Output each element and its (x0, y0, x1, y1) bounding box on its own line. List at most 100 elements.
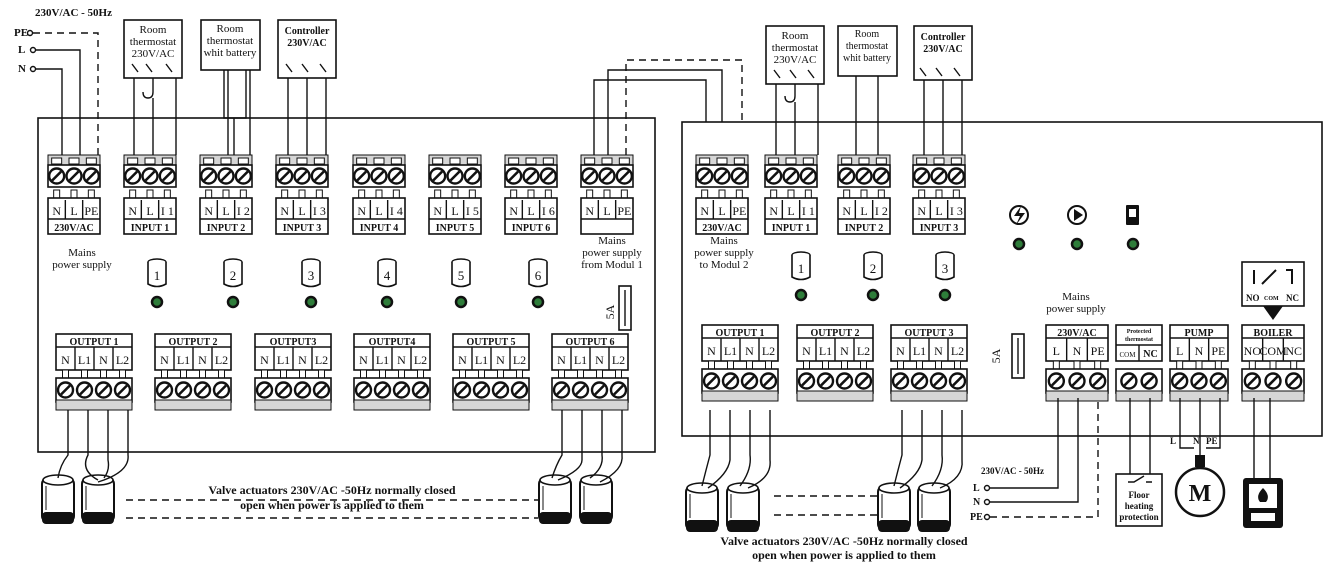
svg-text:NC: NC (1286, 293, 1299, 303)
left-output-2-pin-1: L1 (177, 353, 190, 367)
right-mains-terminal-pin-2: PE (732, 204, 746, 218)
left-supply-n: N (18, 63, 26, 75)
right-input-2-pin-0: N (842, 204, 851, 218)
left-mains-terminal-pin-1: L (70, 204, 77, 218)
svg-text:230V/AC: 230V/AC (287, 38, 326, 49)
left-input-5-pin-2: I 5 (466, 204, 479, 218)
left-indicator-6: 6 (528, 258, 548, 309)
left-output-4-pin-0: N (359, 353, 368, 367)
left-input-6-label: INPUT 6 (512, 223, 550, 234)
left-output-3-pin-2: N (298, 353, 307, 367)
left-output-6-pin-2: N (595, 353, 604, 367)
right-room-thermostat-230: Room thermostat 230V/AC (765, 25, 825, 155)
right-actuator-2 (726, 482, 760, 532)
left-indicator-4: 4 (377, 258, 397, 309)
left-output-3-pin-3: L2 (315, 353, 328, 367)
right-mains-label-2: power supply (1046, 303, 1106, 315)
right-output-3-pin-0: N (896, 344, 905, 358)
svg-text:Room: Room (140, 24, 167, 36)
right-output-3-pin-3: L2 (951, 344, 964, 358)
left-input-2-pin-0: N (204, 204, 213, 218)
left-output-3-label: OUTPUT3 (270, 337, 317, 348)
svg-text:whit battery: whit battery (843, 53, 891, 64)
left-output-5-pin-1: L1 (475, 353, 488, 367)
right-mains-terminal-label: 230V/AC (702, 223, 741, 234)
right-actuator-1 (685, 482, 719, 532)
left-indicator-2: 2 (223, 258, 243, 309)
svg-text:thermostat: thermostat (846, 41, 888, 52)
pump-play-icon (1067, 205, 1087, 251)
left-output-2-pin-2: N (198, 353, 207, 367)
left-output-5-pin-0: N (458, 353, 467, 367)
right-mains-terminal-pin-1: L (718, 204, 725, 218)
right-output-1-pin-0: N (707, 344, 716, 358)
svg-text:5A: 5A (603, 304, 617, 319)
right-output-1-pin-1: L1 (724, 344, 737, 358)
right-controller: Controller 230V/AC (913, 25, 973, 155)
left-output-6-pin-3: L2 (612, 353, 625, 367)
left-fuse: 5A (603, 285, 632, 331)
left-indicator-3-label: 3 (308, 268, 315, 283)
right-actuator-note-2: open when power is applied to them (752, 548, 936, 562)
left-input-5-label: INPUT 5 (436, 223, 474, 234)
right-indicator-1-label: 1 (798, 261, 805, 276)
left-link-terminal-pin-2: PE (617, 204, 631, 218)
left-mains-terminal-pin-0: N (52, 204, 61, 218)
pump-block-label: PUMP (1185, 328, 1214, 339)
pump-block-pin-1: N (1195, 344, 1204, 358)
protected-line-1: Protected (1127, 329, 1152, 335)
left-indicator-6-label: 6 (535, 268, 542, 283)
right-indicator-2: 2 (863, 251, 883, 302)
right-supply-l: L (973, 483, 980, 494)
left-output-4-pin-1: L1 (376, 353, 389, 367)
left-output-1-label: OUTPUT 1 (70, 337, 119, 348)
left-input-5-pin-0: N (433, 204, 442, 218)
right-mains-block-pin-1: N (1073, 344, 1082, 358)
left-indicator-4-label: 4 (384, 268, 391, 283)
right-mains-block-pin-2: PE (1091, 344, 1105, 358)
left-input-4-pin-1: L (375, 204, 382, 218)
left-output-5-pin-2: N (496, 353, 505, 367)
left-output-6-label: OUTPUT 6 (566, 337, 615, 348)
right-mains-block-pin-0: L (1053, 344, 1060, 358)
protected-line-2: thermostat (1125, 337, 1153, 343)
svg-text:Controller: Controller (921, 32, 966, 43)
left-indicator-2-label: 2 (230, 268, 237, 283)
right-output-3-pin-1: L1 (913, 344, 926, 358)
right-indicator-3: 3 (935, 251, 955, 302)
right-link-label-2: power supply (694, 247, 754, 259)
left-indicator-5: 5 (451, 258, 471, 309)
right-indicator-1: 1 (791, 251, 811, 302)
pump-lead-pe: PE (1206, 436, 1218, 446)
right-output-3-label: OUTPUT 3 (905, 328, 954, 339)
right-mains-block-label: 230V/AC (1057, 328, 1096, 339)
left-output-5-label: OUTPUT 5 (467, 337, 516, 348)
left-mains-label-2: power supply (52, 259, 112, 271)
right-fuse: 5A (989, 333, 1025, 379)
boiler-block-label: BOILER (1254, 328, 1294, 339)
left-output-4-pin-2: N (397, 353, 406, 367)
left-supply-pe: PE (14, 27, 28, 39)
left-input-2-pin-2: I 2 (237, 204, 250, 218)
right-input-3-pin-1: L (935, 204, 942, 218)
left-input-6-pin-0: N (509, 204, 518, 218)
left-output-4-label: OUTPUT4 (369, 337, 416, 348)
left-room-thermostat-battery: Room thermostat whit battery (200, 19, 261, 155)
left-input-3-pin-1: L (298, 204, 305, 218)
pump-motor: M (1174, 455, 1226, 518)
left-output-1-pin-2: N (99, 353, 108, 367)
pump-block-pin-0: L (1176, 344, 1183, 358)
